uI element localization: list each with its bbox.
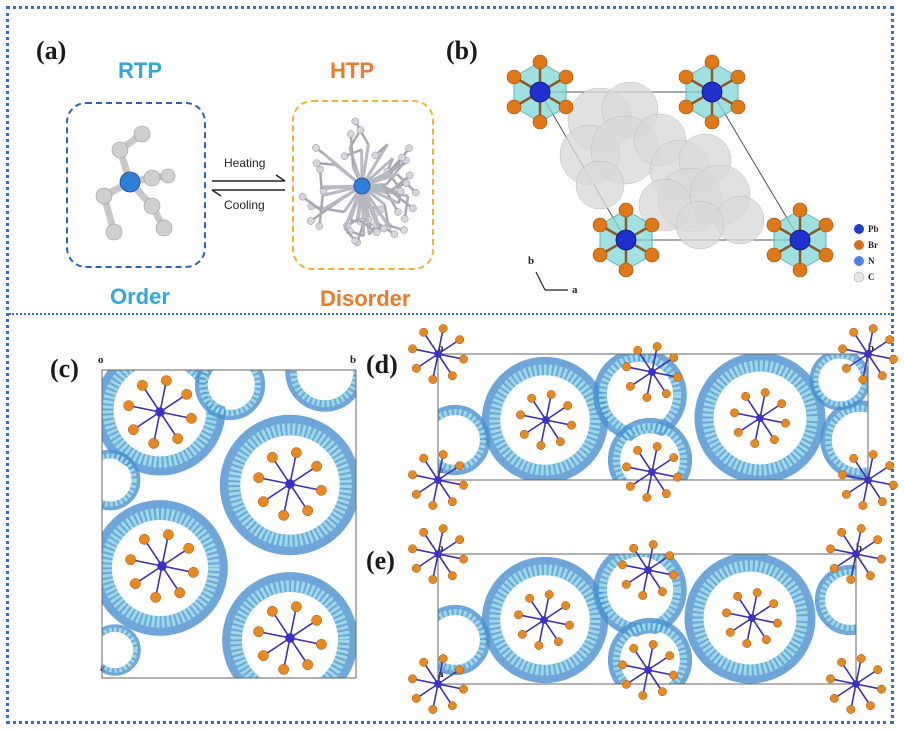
pbbr6-octahedron-2	[678, 54, 746, 130]
cooling-label: Cooling	[224, 198, 265, 212]
cation-ring-c-7	[102, 624, 141, 676]
legend-n: N	[868, 256, 875, 266]
pbbr6-unit-d-7	[516, 390, 576, 450]
panel-c-label: (c)	[50, 354, 79, 383]
pbbr6-unit-e-2	[826, 524, 886, 584]
pbbr6-unit-e-4	[826, 654, 886, 714]
panel-d-b-axis: b	[868, 342, 875, 354]
pbbr6-unit-d-2	[838, 324, 898, 384]
pbbr6-unit-c-3	[125, 529, 199, 603]
disordered-cation-molecule	[298, 117, 420, 247]
pbbr6-octahedron-1	[506, 54, 574, 130]
pbbr6-unit-d-6	[622, 442, 682, 502]
panel-e-pbbr6-units	[408, 524, 886, 714]
cation-ring-d-7	[809, 354, 868, 411]
cation-ring-c-5	[285, 370, 356, 412]
unit-cell-boxes	[101, 353, 869, 685]
cation-ring-d-5	[438, 404, 491, 476]
equilibrium-arrows	[211, 174, 286, 197]
panel-c-pbbr6-units	[123, 375, 327, 675]
pbbr6-unit-e-5	[618, 540, 678, 600]
rtp-title: RTP	[118, 58, 162, 83]
pbbr6-unit-e-8	[722, 588, 782, 648]
panel-b-label: (b)	[446, 36, 478, 65]
legend-c: C	[868, 272, 875, 282]
figure-frame	[6, 6, 894, 724]
axis-b-label: b	[528, 255, 535, 267]
pbbr6-octahedron-3	[592, 202, 660, 278]
cation-ring-d-6	[820, 400, 868, 480]
cation-ring-c-6	[102, 449, 141, 511]
panel-e-cell	[437, 553, 857, 685]
htp-box	[292, 100, 434, 270]
panel-e-origin: o	[438, 542, 444, 554]
pbbr6-unit-e-7	[514, 590, 574, 650]
cation-ring-e-2	[593, 554, 687, 637]
panel-separator	[9, 313, 893, 315]
panel-d-label: (d)	[366, 350, 398, 379]
pbbr6-unit-d-5	[622, 342, 682, 402]
panel-a-label: (a)	[36, 36, 67, 65]
panel-e-b-axis: b	[856, 542, 863, 554]
heating-label: Heating	[224, 156, 266, 170]
pbbr6-unit-c-1	[123, 375, 197, 449]
pbbr6-unit-d-3	[408, 450, 468, 510]
pbbr6-unit-e-3	[408, 654, 468, 714]
panel-d-cell	[437, 353, 869, 481]
pbbr6-unit-c-2	[253, 447, 327, 521]
panel-d-cation-rings	[438, 354, 868, 480]
ordered-cation-molecule	[95, 125, 176, 241]
pbbr6-unit-d-1	[408, 324, 468, 384]
legend-pb: Pb	[868, 224, 879, 234]
panel-e-label: (e)	[366, 546, 395, 575]
panel-e-cation-rings	[438, 554, 856, 684]
cation-ring-d-2	[593, 354, 687, 442]
htp-title: HTP	[330, 58, 374, 83]
pbbr6-unit-d-8	[730, 388, 790, 448]
pbbr6-unit-e-6	[618, 640, 678, 700]
panel-d-origin: o	[438, 342, 444, 354]
rtp-box	[66, 102, 206, 268]
pbbr6-unit-e-1	[408, 524, 468, 584]
axis-indicator	[535, 271, 568, 291]
cation-ring-e-6	[814, 564, 856, 636]
cation-ring-e-5	[438, 604, 491, 676]
panel-d-pbbr6-units	[408, 324, 898, 510]
panel-c-cell	[101, 369, 357, 679]
axis-a-label: a	[572, 284, 578, 296]
cation-space-fill	[559, 81, 765, 250]
panel-c-b-axis: b	[350, 354, 357, 366]
legend-br: Br	[868, 240, 878, 250]
pbbr6-octahedron-4	[766, 202, 834, 278]
pbbr6-unit-c-4	[253, 601, 327, 675]
pbbr6-unit-d-4	[838, 450, 898, 510]
panel-c-origin: o	[98, 354, 104, 366]
disorder-caption: Disorder	[320, 286, 411, 311]
order-caption: Order	[110, 284, 170, 309]
cation-ring-c-8	[194, 370, 266, 421]
